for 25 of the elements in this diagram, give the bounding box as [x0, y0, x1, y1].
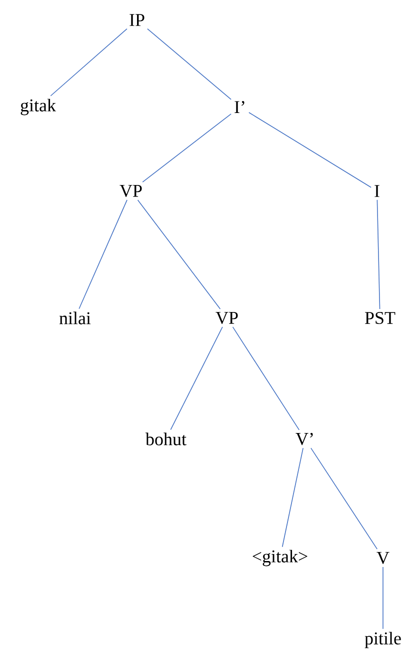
tree-label: gitak [20, 98, 56, 116]
tree-label: I’ [234, 101, 244, 113]
branch-line [78, 200, 128, 310]
tree-label: PST [365, 312, 396, 324]
branch-line [282, 448, 304, 548]
branch-line [147, 28, 232, 100]
tree-label: VP [120, 184, 142, 198]
tree-label: nilai [59, 312, 91, 324]
tree-label: IP [130, 14, 144, 26]
tree-label: I [374, 185, 380, 197]
tree-label: VP [216, 312, 238, 324]
branch-line [248, 112, 372, 188]
branch-line [382, 566, 384, 630]
branch-line [232, 326, 300, 430]
branch-line [50, 28, 128, 96]
tree-label: bohut [146, 432, 186, 446]
tree-label: V [376, 552, 390, 564]
branch-line [376, 199, 380, 310]
tree-label: V’ [296, 432, 313, 446]
branch-line [142, 113, 232, 182]
tree-label: <gitak> [252, 550, 308, 566]
branch-line [137, 200, 221, 310]
tree-label: pitile [364, 632, 401, 648]
branch-line [170, 326, 223, 430]
branch-line [310, 448, 378, 550]
